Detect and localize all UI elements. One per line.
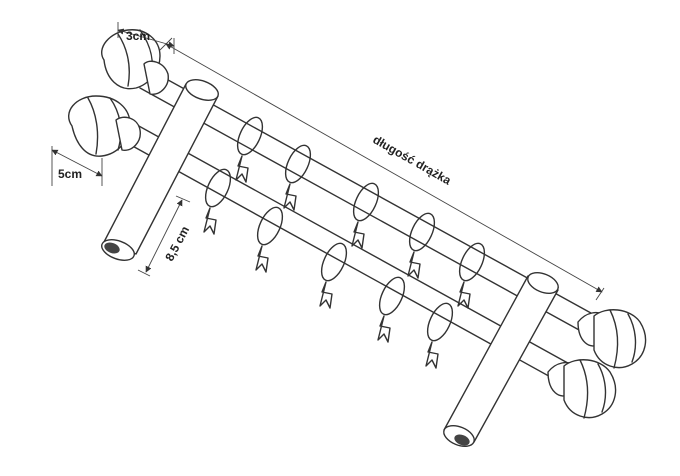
bracket-right	[443, 272, 559, 447]
ring-clip	[351, 182, 380, 249]
ring-clip	[255, 206, 284, 273]
ring-clip	[425, 302, 454, 369]
ring-clip	[377, 276, 406, 343]
ring-clip	[457, 242, 486, 309]
rod-length-label: długość drążka	[371, 132, 454, 187]
finial-diameter-label: 5cm	[58, 167, 82, 181]
dimension-finial-diameter: 5cm	[51, 146, 103, 186]
upper-rod-rings	[235, 116, 486, 309]
finial-length-label: 3cm	[126, 29, 150, 43]
finial-bottom-right	[547, 359, 617, 419]
finial-bottom-left	[68, 95, 141, 157]
finial-top-right	[577, 309, 647, 369]
